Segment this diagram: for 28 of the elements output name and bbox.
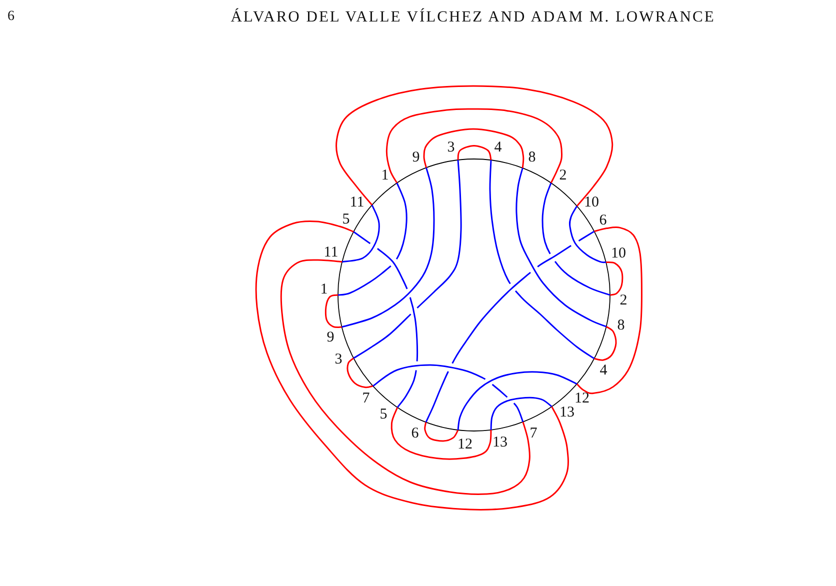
- point-number: 4: [494, 140, 502, 156]
- point-number: 7: [530, 426, 538, 441]
- page-number: 6: [8, 10, 14, 24]
- point-number: 10: [584, 196, 599, 210]
- point-number: 13: [492, 435, 508, 450]
- point-number: 4: [600, 363, 608, 378]
- point-number: 9: [412, 150, 420, 165]
- point-number: 12: [574, 392, 590, 406]
- point-number: 7: [362, 392, 370, 406]
- point-number: 13: [560, 406, 574, 420]
- point-number: 6: [599, 214, 607, 228]
- point-number: 12: [458, 437, 472, 452]
- point-number: 8: [528, 150, 536, 165]
- point-number: 11: [350, 196, 364, 210]
- point-number: 1: [320, 282, 328, 297]
- point-number: 9: [326, 330, 334, 345]
- point-number: 2: [620, 293, 628, 308]
- point-number: 3: [334, 352, 342, 367]
- point-number: 1: [381, 168, 389, 184]
- point-number: 6: [411, 426, 419, 441]
- point-number: 5: [380, 408, 388, 422]
- point-number: 11: [324, 245, 338, 260]
- point-number: 3: [447, 140, 455, 156]
- point-number: 5: [342, 212, 350, 227]
- point-number: 8: [617, 318, 625, 334]
- running-head: ÁLVARO DEL VALLE VÍLCHEZ AND ADAM M. LOWRANCE: [230, 9, 716, 25]
- point-number: 2: [559, 168, 567, 184]
- point-number: 10: [611, 246, 626, 262]
